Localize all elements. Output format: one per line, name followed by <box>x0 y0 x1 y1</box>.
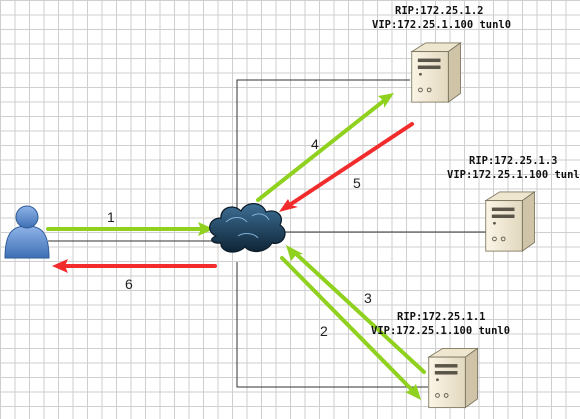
server-labels: RIP:172.25.1.2 VIP:172.25.1.100 tunl0 RI… <box>371 5 580 337</box>
server-1-1-rip: RIP:172.25.1.1 <box>397 311 486 323</box>
server-icon <box>428 347 479 409</box>
arrow-4 <box>256 93 394 202</box>
arrow-2 <box>280 256 421 400</box>
server-1-1-vip: VIP:172.25.1.100 tunl0 <box>371 325 510 337</box>
step-label-6: 6 <box>125 276 133 292</box>
connector-lines <box>48 79 486 388</box>
server-icon <box>411 42 461 103</box>
arrow-1 <box>46 222 214 236</box>
step-label-3: 3 <box>364 290 372 306</box>
cloud-icon <box>209 203 286 253</box>
server-1-2-vip: VIP:172.25.1.100 tunl0 <box>372 19 511 31</box>
step-label-1: 1 <box>107 209 115 225</box>
line-cloud-server-1-2 <box>236 79 410 210</box>
server-1-3-rip: RIP:172.25.1.3 <box>469 155 558 167</box>
step-labels: 1 2 3 4 5 6 <box>107 136 372 339</box>
server-1-3 <box>485 191 535 252</box>
arrow-6 <box>52 259 217 273</box>
step-label-2: 2 <box>320 323 328 339</box>
step-label-5: 5 <box>353 175 361 191</box>
step-label-4: 4 <box>311 136 319 152</box>
server-1-3-vip: VIP:172.25.1.100 tunl0 <box>447 169 580 181</box>
arrow-5 <box>279 122 414 212</box>
server-1-1 <box>428 347 479 409</box>
line-cloud-server-1-1 <box>236 262 428 388</box>
server-1-2-rip: RIP:172.25.1.2 <box>395 5 484 17</box>
server-icon <box>485 191 535 252</box>
server-1-2 <box>411 42 461 103</box>
arrow-3 <box>286 245 426 374</box>
user-icon <box>4 205 50 259</box>
